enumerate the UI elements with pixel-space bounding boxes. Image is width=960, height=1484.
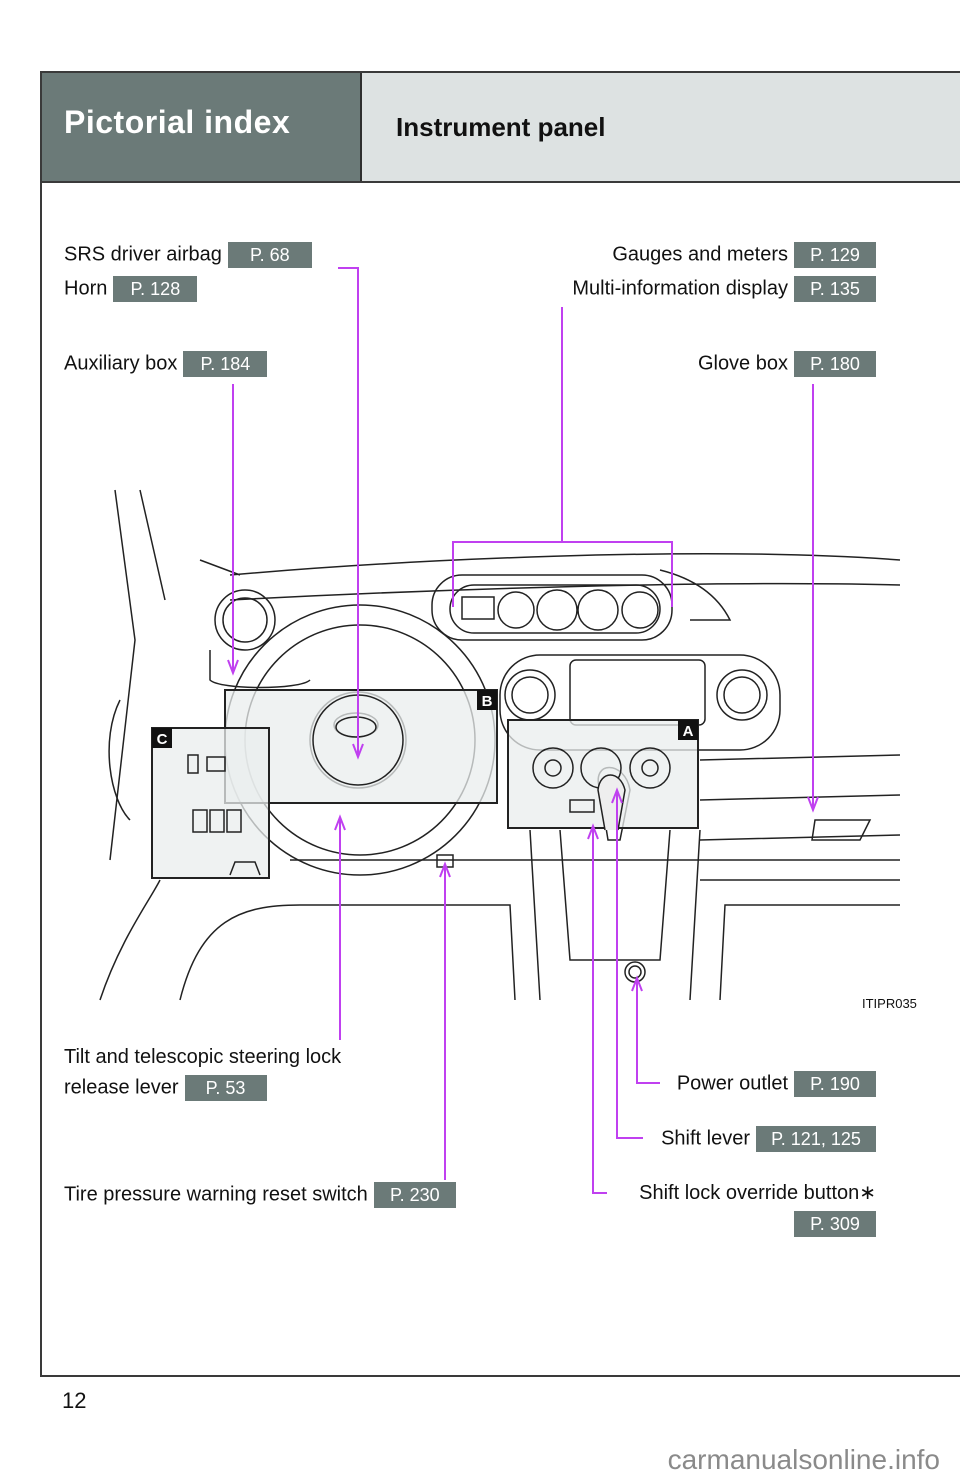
page-ref-tag[interactable]: P. 68: [227, 242, 312, 268]
callout-label: Shift lock override button∗: [639, 1182, 876, 1204]
callout-shift-lock-page: P. 309: [788, 1211, 876, 1237]
callout-label: Tire pressure warning reset switch: [64, 1183, 368, 1206]
leader-srs-airbag: [338, 267, 359, 757]
page-ref-tag[interactable]: P. 53: [184, 1075, 267, 1101]
page-number: 12: [62, 1388, 87, 1413]
leader-lines: [227, 267, 819, 1194]
inset-label-b: B: [482, 693, 493, 710]
inset-label-a: A: [683, 723, 694, 740]
callout-shift-lock-override: Shift lock override button∗: [639, 1181, 876, 1205]
leader-gauges: [452, 307, 673, 607]
page-ref-tag[interactable]: P. 121, 125: [756, 1126, 876, 1152]
watermark: carmanualsonline.info: [667, 1444, 940, 1475]
leader-shift-lever: [616, 790, 643, 1139]
callout-label: release lever: [64, 1076, 179, 1099]
leader-power-outlet: [636, 978, 660, 1084]
inset-label-c: C: [157, 731, 168, 748]
callout-power-outlet: Power outlet P. 190: [677, 1071, 876, 1097]
callout-label: Multi-information display: [572, 277, 788, 300]
callout-multi-information-display: Multi-information display P. 135: [572, 276, 876, 302]
page-ref-tag[interactable]: P. 230: [373, 1182, 456, 1208]
page-ref-tag[interactable]: P. 128: [113, 276, 198, 302]
page-ref-tag[interactable]: P. 184: [183, 351, 268, 377]
callout-label: Gauges and meters: [612, 243, 788, 266]
callout-label: Tilt and telescopic steering lock: [64, 1046, 342, 1068]
callout-label: Power outlet: [676, 1072, 788, 1095]
page-frame: [40, 71, 960, 1377]
page-ref-tag[interactable]: P. 180: [794, 351, 876, 377]
callout-shift-lever: Shift lever P. 121, 125: [661, 1126, 876, 1152]
page-ref-tag[interactable]: P. 129: [794, 242, 876, 268]
page-header: [362, 73, 960, 181]
section-header: [42, 73, 362, 181]
callout-label: Glove box: [697, 352, 788, 375]
callout-tilt-telescopic-line1: Tilt and telescopic steering lock: [64, 1045, 341, 1069]
inset-a: A: [507, 719, 699, 831]
page-ref-tag[interactable]: P. 309: [794, 1211, 876, 1237]
callout-label: Shift lever: [661, 1127, 750, 1150]
inset-c: C: [151, 727, 270, 879]
page-ref-tag[interactable]: P. 135: [794, 276, 876, 302]
callout-glove-box: Glove box P. 180: [698, 351, 876, 377]
illustration-reference-code: ITIPR035: [862, 996, 917, 1011]
page-title: Instrument panel: [396, 112, 606, 142]
callout-label: Auxiliary box: [64, 352, 178, 375]
leader-shift-lock: [592, 826, 607, 1194]
header-divider: [42, 181, 960, 183]
section-title: Pictorial index: [64, 104, 291, 140]
page-ref-tag[interactable]: P. 190: [794, 1071, 876, 1097]
callout-label: Horn: [64, 277, 108, 300]
callout-label: SRS driver airbag: [64, 243, 222, 266]
callout-gauges-and-meters: Gauges and meters P. 129: [612, 242, 876, 268]
